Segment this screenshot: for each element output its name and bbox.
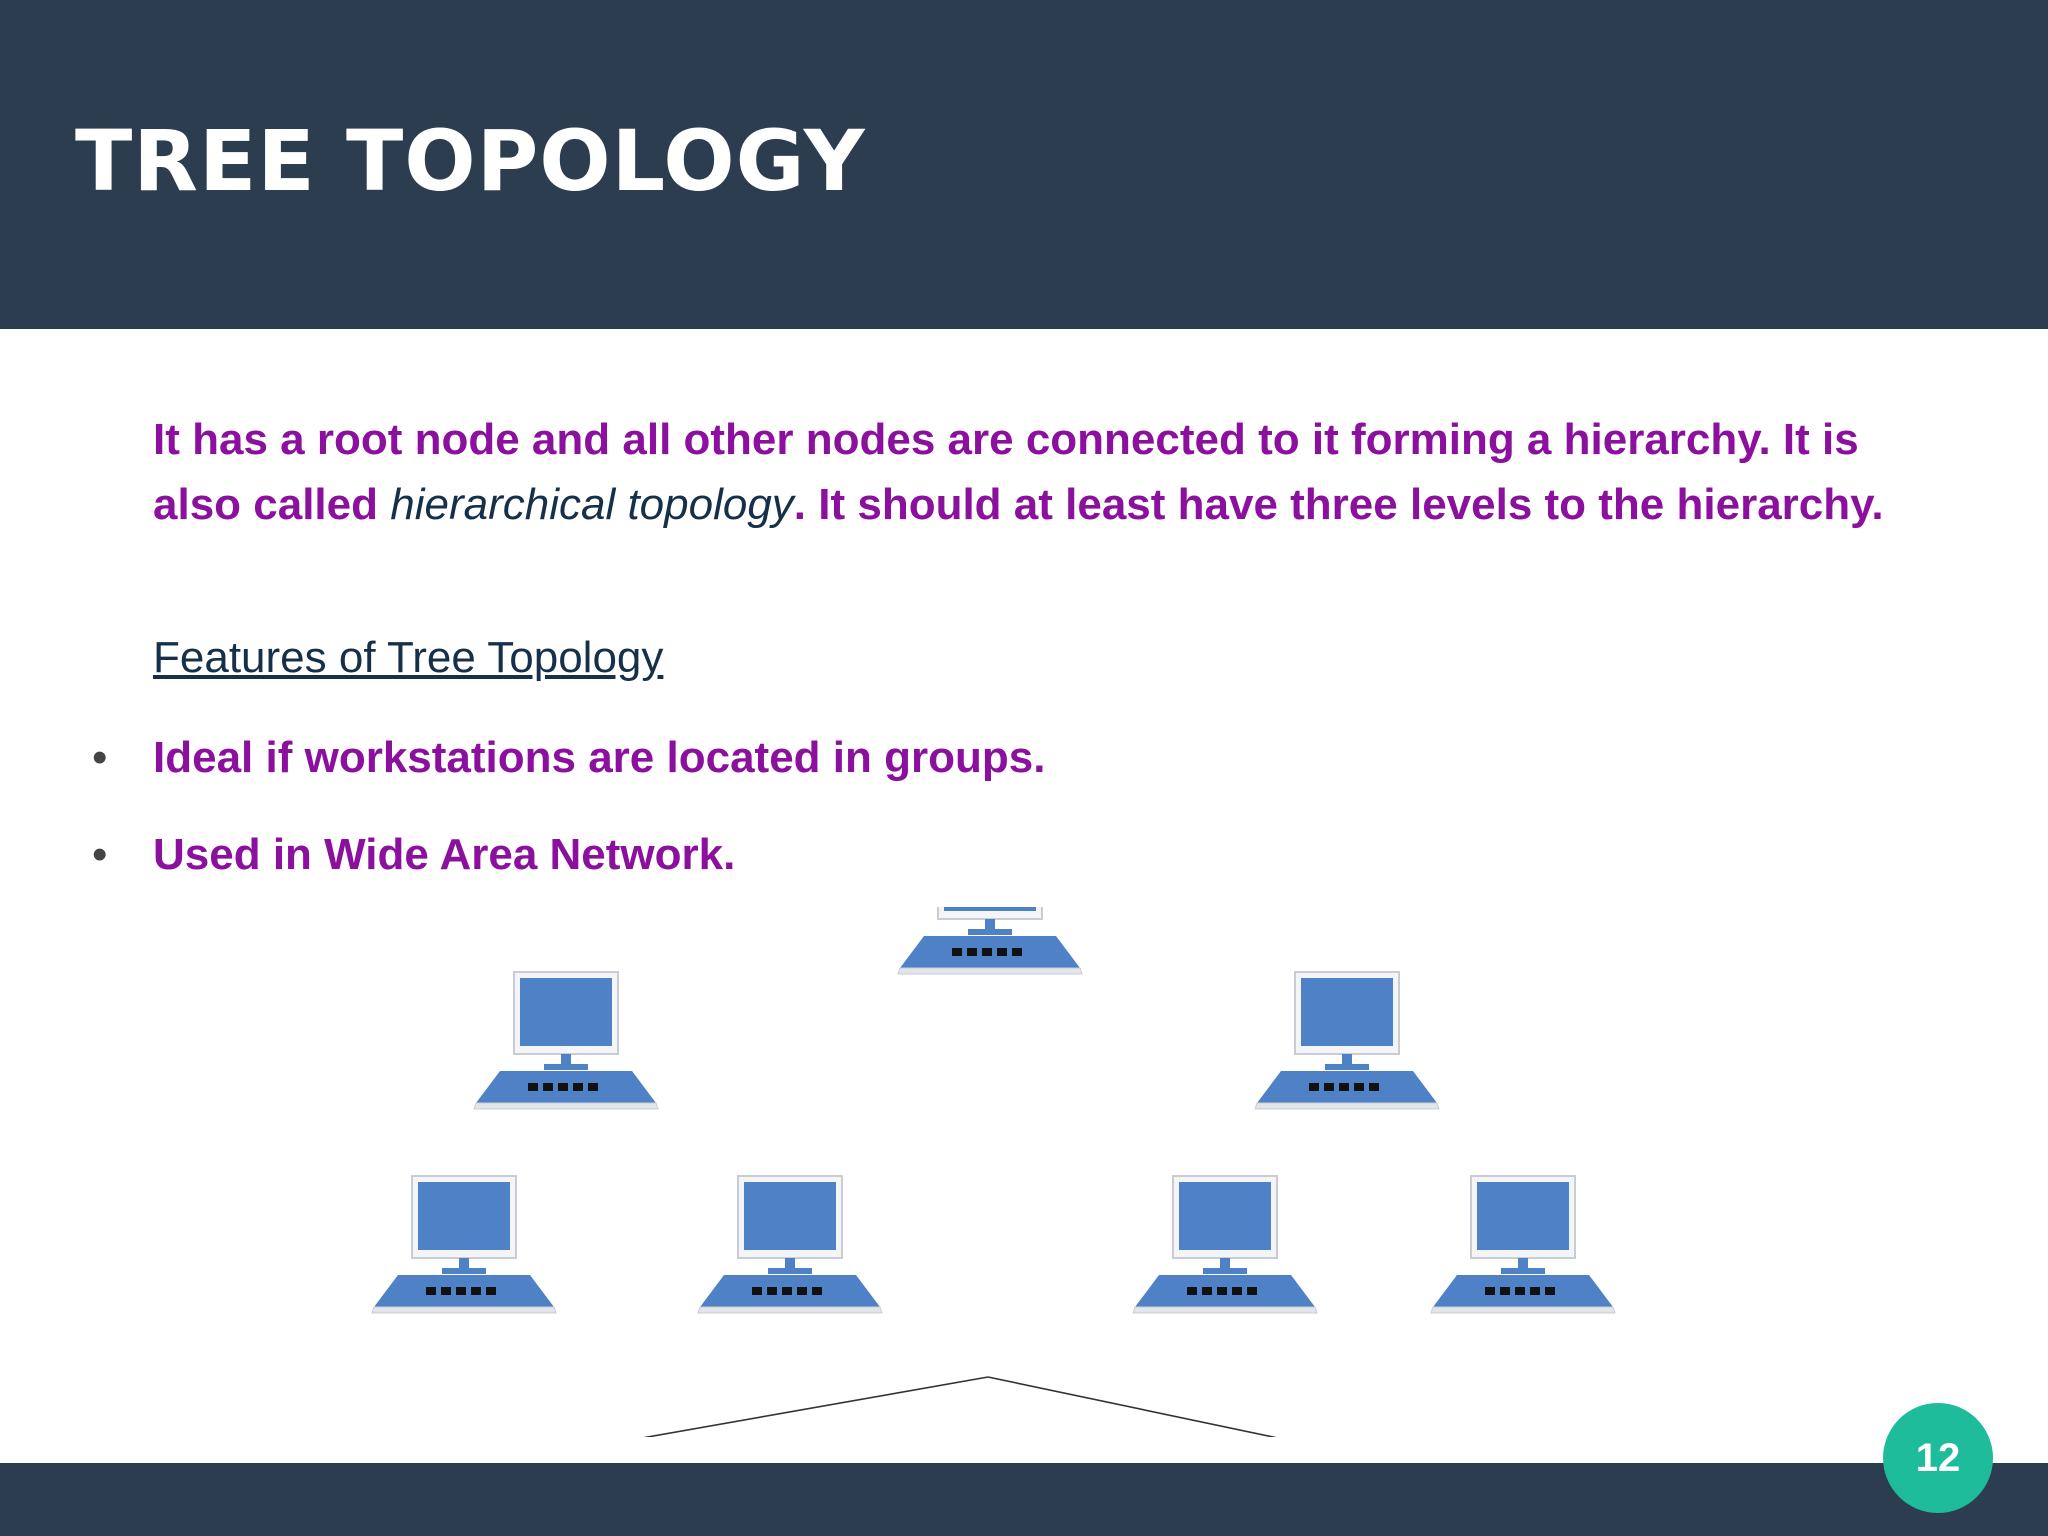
leaf-computer-icon xyxy=(1430,1175,1616,1314)
intro-text-1: It has a root node and all other nodes a… xyxy=(153,415,1859,529)
intro-emphasis: hierarchical topology xyxy=(390,480,794,529)
slide-title: TREE TOPOLOGY xyxy=(75,112,866,210)
bullet-text: Ideal if workstations are located in gro… xyxy=(153,733,1046,782)
hub-computer-icon xyxy=(473,971,659,1110)
bullet-symbol: • xyxy=(92,830,108,879)
leaf-computer-icon xyxy=(697,1175,883,1314)
bullet-text: Used in Wide Area Network. xyxy=(153,830,736,879)
intro-paragraph: It has a root node and all other nodes a… xyxy=(153,407,1953,537)
root-computer-icon xyxy=(897,907,1083,975)
slide-footer xyxy=(0,1463,2048,1536)
features-heading: Features of Tree Topology xyxy=(153,633,664,682)
leaf-computer-icon xyxy=(1132,1175,1318,1314)
slide-header: TREE TOPOLOGY xyxy=(0,0,2048,329)
leaf-computer-icon xyxy=(371,1175,557,1314)
page-number-badge: 12 xyxy=(1883,1403,1993,1513)
bullet-symbol: • xyxy=(92,733,108,782)
intro-text-2: . It should at least have three levels t… xyxy=(793,480,1884,529)
link-root-right xyxy=(987,1376,1277,1437)
hub-computer-icon xyxy=(1254,971,1440,1110)
bullet-item: • Used in Wide Area Network. xyxy=(92,830,735,880)
tree-topology-diagram xyxy=(371,907,1616,1437)
tree-links xyxy=(643,1376,1277,1437)
slide-content: It has a root node and all other nodes a… xyxy=(0,329,2048,1463)
bullet-item: • Ideal if workstations are located in gr… xyxy=(92,733,1045,783)
link-root-left xyxy=(643,1376,989,1437)
